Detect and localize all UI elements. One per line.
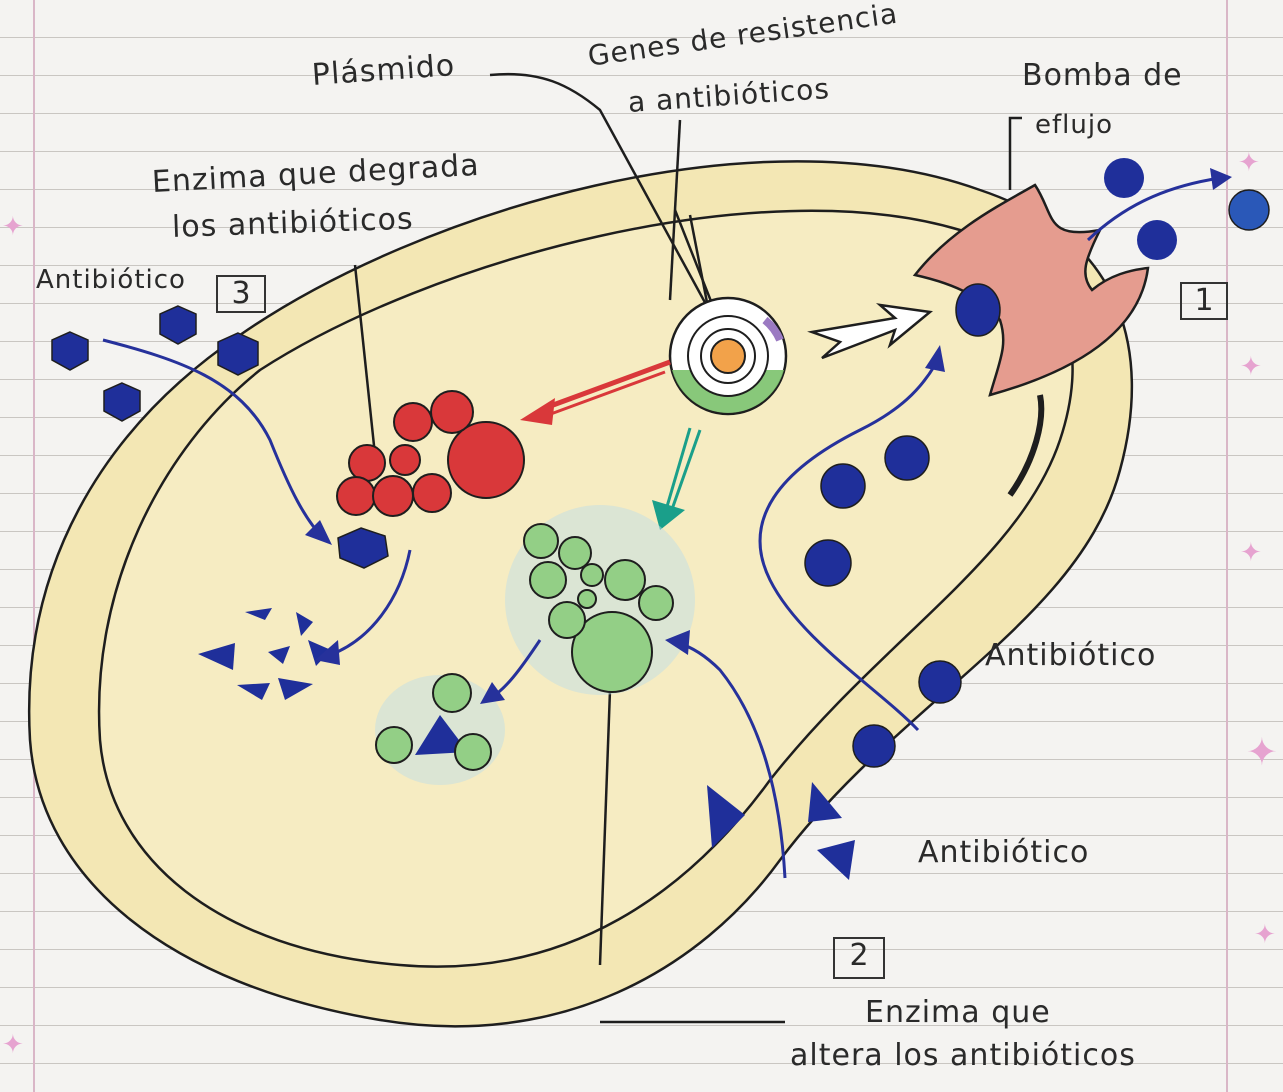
label-efflux-pump-1: Bomba de [1022,58,1183,93]
label-antibiotic-right-upper: Antibiótico [985,638,1156,673]
sparkle-star-icon: ✦ [2,1030,24,1060]
efflux-pump-bracket [1010,118,1022,190]
sparkle-star-icon: ✦ [1246,730,1278,774]
box-number-2: 2 [833,937,885,979]
label-antibiotic-left: Antibiótico [36,265,186,295]
label-efflux-pump-2: eflujo [1035,110,1113,140]
sparkle-star-icon: ✦ [2,212,24,242]
box-number-1: 1 [1180,282,1228,320]
sparkle-star-icon: ✦ [1254,920,1276,950]
label-antibiotic-right-lower: Antibiótico [918,835,1089,870]
box-number-3: 3 [216,275,266,313]
plasmid [670,298,786,414]
label-altering-enzyme-1: Enzima que [865,995,1051,1030]
plasmid-core [711,339,745,373]
altering-enzyme [505,505,695,695]
sparkle-star-icon: ✦ [1240,538,1262,568]
label-altering-enzyme-2: altera los antibióticos [790,1038,1136,1073]
sparkle-star-icon: ✦ [1238,148,1260,178]
pump-antibiotic [956,284,1000,336]
sparkle-star-icon: ✦ [1240,352,1262,382]
